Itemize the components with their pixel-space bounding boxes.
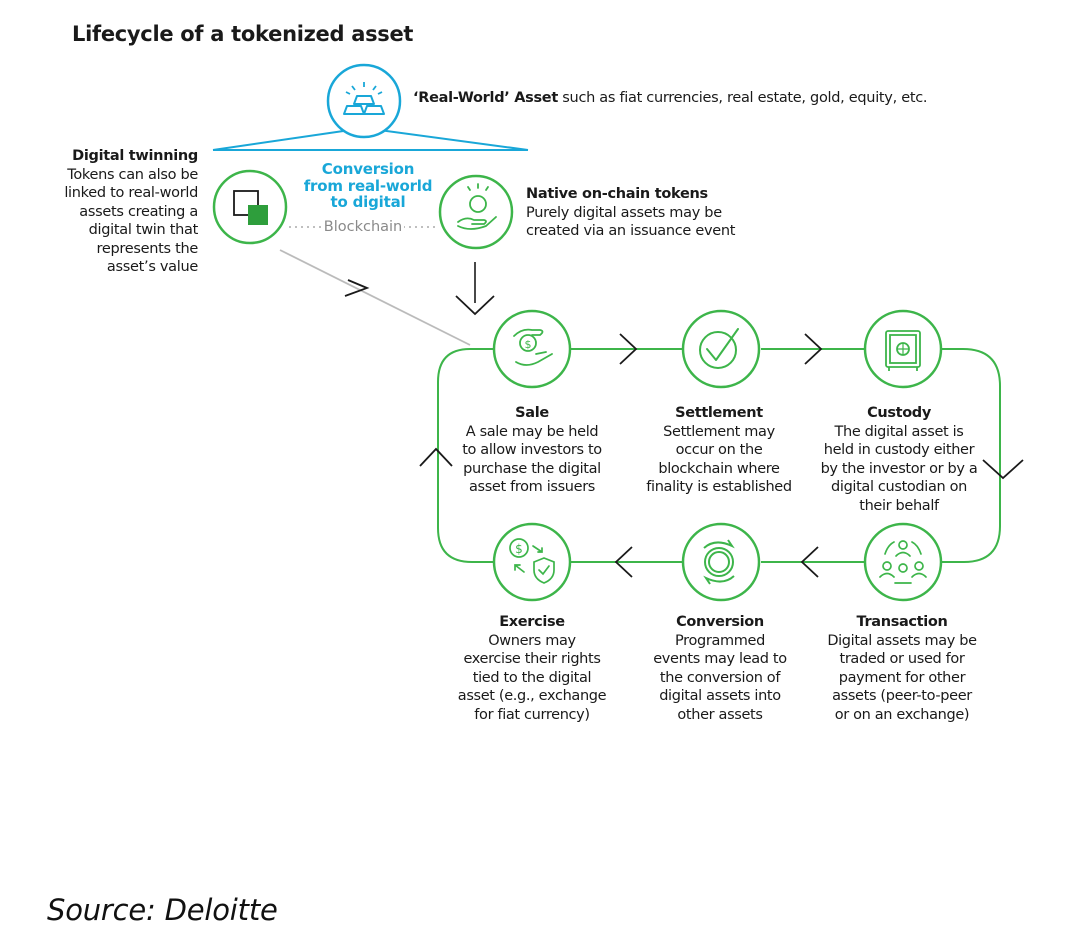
arrow-sale-to-settlement <box>619 333 638 365</box>
conversion-line-3: to digital <box>330 193 406 211</box>
native-tokens-line: created via an issuance event <box>526 223 736 239</box>
stage-line: Owners may <box>488 632 576 649</box>
stage-line: Settlement may <box>663 423 775 440</box>
stage-title: Settlement <box>675 405 763 421</box>
transaction-circle <box>863 522 943 602</box>
native-tokens-heading: Native on-chain tokens <box>526 186 708 202</box>
native-tokens-text: Native on-chain tokens Purely digital as… <box>526 185 735 241</box>
digital-twinning-line: digital twin that <box>88 222 199 238</box>
svg-text:$: $ <box>525 338 532 351</box>
twin-arrow-head <box>344 279 370 297</box>
stage-title: Exercise <box>499 614 565 630</box>
people-network-icon <box>879 540 927 584</box>
stage-line: to allow investors to <box>462 442 602 458</box>
stage-transaction: Transaction Digital assets may be traded… <box>808 613 996 724</box>
digital-twinning-line: linked to real-world <box>64 185 198 201</box>
conversion-label: Conversion from real-world to digital <box>298 161 438 211</box>
conversion-line-2: from real-world <box>303 176 433 195</box>
arrow-transaction-to-conversion <box>800 546 819 578</box>
hand-coin-exchange-icon: $ <box>513 328 553 366</box>
blockchain-label: Blockchain <box>288 219 438 235</box>
stage-line: The digital asset is <box>834 423 964 440</box>
stage-line: A sale may be held <box>465 423 599 440</box>
stage-line: digital assets into <box>659 688 781 704</box>
stage-title: Transaction <box>856 614 948 630</box>
arrow-custody-to-transaction <box>982 459 1024 480</box>
real-world-asset-label: ‘Real-World’ Asset such as fiat currenci… <box>413 90 928 106</box>
cycle-arrows <box>419 333 1024 578</box>
stage-line: their behalf <box>859 497 939 514</box>
stage-line: occur on the <box>675 442 763 458</box>
gold-bars-icon <box>343 82 385 115</box>
stage-line: asset (e.g., exchange <box>457 688 607 704</box>
stage-line: digital custodian on <box>831 479 967 495</box>
cycle-loop <box>437 348 1001 563</box>
stage-line: Digital assets may be <box>827 632 977 649</box>
real-world-asset-description: such as fiat currencies, real estate, go… <box>557 90 928 106</box>
real-world-asset-heading: ‘Real-World’ Asset <box>413 90 558 106</box>
blockchain-text: Blockchain <box>321 219 405 235</box>
hand-holding-coin-icon <box>457 183 497 230</box>
digital-twinning-line: represents the <box>96 240 199 257</box>
stage-line: exercise their rights <box>463 651 601 667</box>
stage-line: traded or used for <box>839 651 965 667</box>
arrow-exercise-to-sale <box>419 447 453 467</box>
stage-exercise: Exercise Owners may exercise their right… <box>443 613 621 724</box>
conversion-circle <box>681 522 761 602</box>
stage-line: the conversion of <box>659 669 781 686</box>
stage-line: assets (peer-to-peer <box>832 688 972 704</box>
stage-line: asset from issuers <box>468 479 596 495</box>
checkmark-circle-icon <box>699 328 739 369</box>
stage-line: Programmed <box>675 632 765 649</box>
digital-twinning-line: Tokens can also be <box>67 166 198 183</box>
stage-line: payment for other <box>838 669 966 686</box>
stage-custody: Custody The digital asset is held in cus… <box>805 404 993 515</box>
arrow-settlement-to-custody <box>804 333 823 365</box>
safe-icon <box>885 330 921 371</box>
conversion-triangle <box>212 127 529 151</box>
stage-line: tied to the digital <box>472 669 592 686</box>
circular-arrows-icon <box>703 539 735 585</box>
stage-line: finality is established <box>646 479 792 495</box>
stage-sale: Sale A sale may be held to allow investo… <box>447 404 617 497</box>
stage-line: or on an exchange) <box>834 706 970 723</box>
real-world-asset-circle <box>326 63 402 139</box>
stage-line: events may lead to <box>653 651 787 667</box>
settlement-circle <box>681 309 761 389</box>
stage-title: Sale <box>515 405 549 421</box>
stage-line: purchase the digital <box>463 460 601 477</box>
native-arrow-head <box>455 295 495 316</box>
stage-line: blockchain where <box>658 460 780 477</box>
overlapping-squares-icon <box>233 190 268 225</box>
svg-text:$: $ <box>515 542 523 556</box>
source-caption: Source: Deloitte <box>47 893 278 927</box>
exercise-circle <box>492 522 572 602</box>
digital-twinning-heading: Digital twinning <box>72 148 198 164</box>
native-tokens-line: Purely digital assets may be <box>526 204 722 221</box>
digital-twinning-line: asset’s value <box>106 259 198 275</box>
stage-line: for fiat currency) <box>474 706 590 723</box>
stage-conversion: Conversion Programmed events may lead to… <box>636 613 804 724</box>
stage-line: other assets <box>677 706 763 723</box>
twin-to-sale-line <box>279 249 471 346</box>
conversion-line-1: Conversion <box>321 160 415 178</box>
digital-twinning-line: assets creating a <box>79 203 198 220</box>
dollar-shield-icon: $ <box>509 538 555 584</box>
stage-title: Conversion <box>676 614 764 630</box>
stage-settlement: Settlement Settlement may occur on the b… <box>626 404 812 497</box>
diagram-title: Lifecycle of a tokenized asset <box>72 22 414 46</box>
digital-twinning-text: Digital twinning Tokens can also be link… <box>64 147 198 277</box>
stage-line: by the investor or by a <box>820 460 978 477</box>
stage-line: held in custody either <box>823 442 975 458</box>
stage-title: Custody <box>867 405 931 421</box>
arrow-conversion-to-exercise <box>614 546 633 578</box>
